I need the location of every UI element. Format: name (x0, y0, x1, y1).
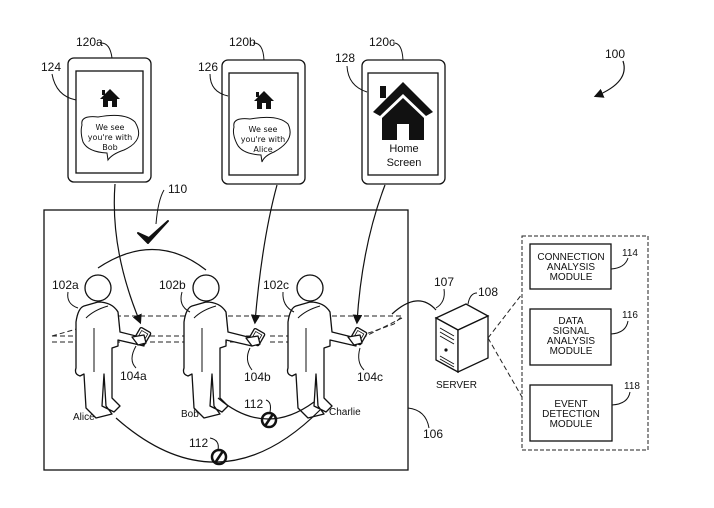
figure-ref-arrow (593, 60, 625, 98)
modules-container (521, 235, 649, 451)
connection-ok-ref: 110 (168, 182, 187, 196)
device-link-arrow (250, 184, 278, 325)
screen-text: Home (389, 143, 418, 155)
message-line: you're with (88, 133, 132, 142)
leader-line (282, 291, 295, 313)
module-ref: 116 (622, 310, 638, 321)
person-alice: 102a 104a Alice (52, 274, 152, 423)
signal-plane (361, 317, 403, 339)
connection-arc-ok (97, 248, 207, 271)
module-line: CONNECTION (537, 252, 604, 263)
leader-line (180, 291, 191, 313)
device-ref: 104b (244, 370, 271, 384)
figure-ref: 100 (605, 47, 625, 61)
module-line: EVENT (554, 399, 587, 410)
message-line: We see (249, 125, 278, 134)
device-ref-label: 120b (229, 35, 256, 49)
person-ref: 102a (52, 278, 79, 292)
module-line: DATA (558, 316, 584, 327)
leader-line (407, 407, 430, 429)
speech-bubble (80, 114, 140, 162)
person-name: Alice (73, 412, 95, 423)
leader-line (610, 320, 629, 335)
module-line: MODULE (550, 346, 593, 357)
leader-line (209, 73, 229, 97)
server-link-ref: 107 (434, 275, 454, 289)
message-line: We see (96, 123, 125, 132)
leader-line (611, 391, 631, 406)
signal-plane (51, 327, 81, 337)
leader-line (467, 292, 478, 305)
expansion-line (487, 293, 523, 339)
leader-line (99, 42, 113, 59)
speech-bubble (232, 116, 291, 163)
screen-text: Screen (387, 157, 422, 169)
prohibited-icon (210, 448, 228, 466)
leader-line (435, 288, 445, 309)
message-line: you're with (241, 135, 285, 144)
module-box (529, 243, 612, 290)
module-line: MODULE (550, 419, 593, 430)
expansion-line (487, 337, 523, 398)
person-charlie: 102c 104c Charlie (263, 274, 383, 419)
module-line: DETECTION (542, 409, 600, 420)
module-line: ANALYSIS (547, 262, 595, 273)
device-ref-label: 120c (369, 35, 395, 49)
leader-line (252, 42, 265, 61)
environment-box (43, 209, 409, 471)
message-line: Alice (253, 145, 272, 154)
module-ref: 114 (622, 248, 638, 259)
leader-line (209, 437, 219, 451)
blocked-ref: 112 (244, 397, 263, 411)
device-link-arrow (113, 183, 142, 325)
module-box (529, 384, 613, 442)
module-114: CONNECTION ANALYSIS MODULE 114 (529, 243, 638, 290)
leader-line (155, 189, 165, 225)
module-line: SIGNAL (553, 326, 590, 337)
person-ref: 102c (263, 278, 289, 292)
leader-line (346, 65, 368, 93)
device-ref-label: 120a (76, 35, 103, 49)
module-116: DATA SIGNAL ANALYSIS MODULE 116 (529, 308, 638, 366)
message-line: Bob (102, 143, 117, 152)
person-name: Charlie (329, 407, 361, 418)
leader-line (131, 345, 137, 369)
leader-line (610, 257, 629, 270)
connection-arc-blocked (217, 397, 315, 420)
device-ref: 104c (357, 370, 383, 384)
device-ref: 104a (120, 369, 147, 383)
server-ref: 108 (478, 285, 498, 299)
leader-line (246, 347, 253, 371)
module-box (529, 308, 612, 366)
device-120a: 120a 124 We see you're with Bob (41, 35, 152, 183)
person-bob: 102b 104b Bob (159, 274, 271, 420)
leader-line (265, 399, 271, 413)
person-name: Bob (181, 409, 199, 420)
module-118: EVENT DETECTION MODULE 118 (529, 381, 640, 442)
environment-ref: 106 (423, 427, 443, 441)
module-ref: 118 (624, 381, 640, 392)
screen-ref-label: 124 (41, 60, 61, 74)
connection-arc-blocked (115, 409, 321, 463)
leader-line (51, 73, 77, 101)
device-120b: 120b 126 We see you're with Alice (198, 35, 306, 185)
prohibited-icon (260, 411, 278, 429)
server-icon (434, 303, 490, 374)
server-label: SERVER (436, 380, 477, 391)
checkmark-icon (137, 220, 169, 244)
screen-ref-label: 128 (335, 51, 355, 65)
screen-ref-label: 126 (198, 60, 218, 74)
leader-line (392, 42, 404, 61)
person-ref: 102b (159, 278, 186, 292)
home-icon-large (373, 82, 433, 140)
blocked-ref: 112 (189, 436, 208, 450)
module-line: ANALYSIS (547, 336, 595, 347)
device-120c: 120c 128 Home Screen (335, 35, 446, 185)
device-link-arrow (352, 184, 386, 325)
server-link (391, 300, 437, 315)
module-line: MODULE (550, 272, 593, 283)
leader-line (67, 291, 79, 309)
leader-line (358, 347, 365, 371)
